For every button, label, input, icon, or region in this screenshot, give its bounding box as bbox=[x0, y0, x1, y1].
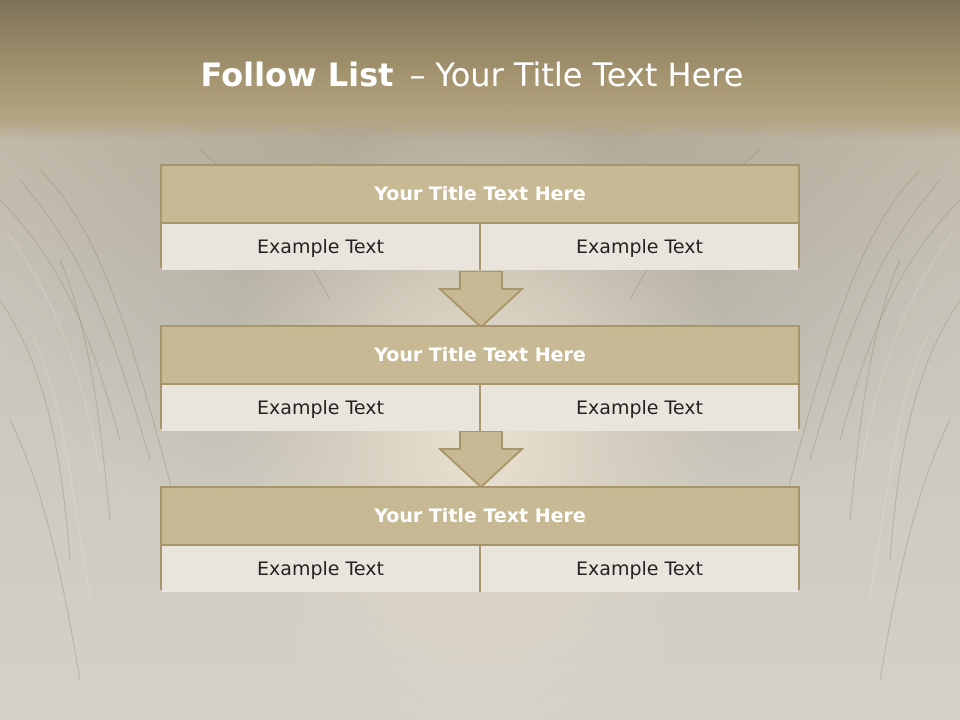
step-cell-right: Example Text bbox=[479, 224, 798, 270]
step-title: Your Title Text Here bbox=[162, 327, 798, 385]
title-bold: Follow List bbox=[200, 56, 394, 94]
title-dash: – bbox=[409, 56, 426, 94]
step-cell-left: Example Text bbox=[162, 385, 479, 431]
step-row: Example Text Example Text bbox=[162, 546, 798, 592]
step-title: Your Title Text Here bbox=[162, 488, 798, 546]
step-block-3: Your Title Text Here Example Text Exampl… bbox=[160, 486, 800, 592]
step-cell-right: Example Text bbox=[479, 546, 798, 592]
step-cell-right: Example Text bbox=[479, 385, 798, 431]
step-cell-left: Example Text bbox=[162, 546, 479, 592]
down-arrow-icon bbox=[438, 271, 524, 329]
title-bar bbox=[0, 0, 960, 140]
step-title: Your Title Text Here bbox=[162, 166, 798, 224]
title-rest: Your Title Text Here bbox=[435, 56, 744, 94]
slide-title: Follow List–Your Title Text Here bbox=[0, 56, 944, 94]
down-arrow-icon bbox=[438, 431, 524, 489]
step-row: Example Text Example Text bbox=[162, 385, 798, 431]
step-block-2: Your Title Text Here Example Text Exampl… bbox=[160, 325, 800, 431]
step-cell-left: Example Text bbox=[162, 224, 479, 270]
step-row: Example Text Example Text bbox=[162, 224, 798, 270]
step-block-1: Your Title Text Here Example Text Exampl… bbox=[160, 164, 800, 270]
